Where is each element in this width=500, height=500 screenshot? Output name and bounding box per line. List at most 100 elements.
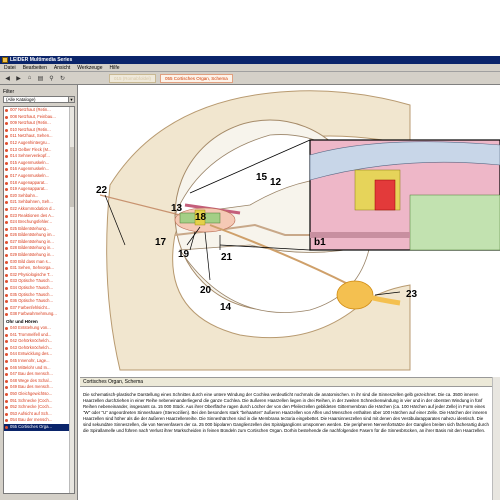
tree-item[interactable]: 009 Netzhaut (Retin... — [4, 120, 70, 127]
figure-panel: 15 12 13 18 22 17 19 21 20 14 23 b1 — [80, 85, 500, 377]
bullet-icon — [5, 254, 8, 258]
tree-item[interactable]: 035 Optische Täusch... — [4, 292, 70, 299]
app-icon — [2, 57, 8, 63]
tree-item-label: 024 Brechungsfehler... — [10, 219, 52, 225]
scroll-thumb[interactable] — [70, 147, 74, 207]
catalog-filter-select[interactable]: (Alle Kataloge) ▼ — [3, 96, 75, 103]
chevron-down-icon[interactable]: ▼ — [68, 97, 74, 102]
menu-hilfe[interactable]: Hilfe — [109, 64, 120, 71]
bullet-icon — [5, 353, 8, 357]
tab-015[interactable]: 015 (Romabfoldel) — [109, 73, 157, 83]
tree-group-ohr[interactable]: Ohr und Hören — [6, 319, 38, 324]
tree-item[interactable]: 043 Gehörknöchelch... — [4, 345, 70, 352]
tree-item[interactable]: 014 Sehnervenkopf... — [4, 153, 70, 160]
tree-item[interactable]: 031 Sehen, Sehvorga... — [4, 265, 70, 272]
tree-item[interactable]: 018 Augenapparat... — [4, 180, 70, 187]
tree-item[interactable]: 055 Cortisches Orga... — [4, 423, 70, 431]
tree-item[interactable]: 028 Bildentstehung in... — [4, 245, 70, 252]
tree-item[interactable]: 042 Gehörknöchelch... — [4, 338, 70, 345]
forward-icon[interactable]: ▶ — [16, 75, 21, 82]
tree-item[interactable]: 007 Netzhaut (Retin... — [4, 107, 70, 114]
tree-item[interactable]: 047 Bau des mensch... — [4, 371, 70, 378]
bullet-icon — [5, 240, 8, 244]
tree-item[interactable]: 046 Mittelohr und In... — [4, 365, 70, 372]
tree-item-label: 046 Mittelohr und In... — [10, 364, 51, 370]
tree-item[interactable]: 053 Aufsicht auf Sch... — [4, 411, 70, 418]
tree-item-label: 047 Bau des mensch... — [10, 371, 53, 377]
tree-item[interactable]: 023 Reaktionen des A... — [4, 213, 70, 220]
tree-item[interactable]: 036 Optische Täusch... — [4, 298, 70, 305]
tree-item-label: 016 Augenmuskeln... — [10, 166, 50, 172]
tree-item[interactable]: 024 Brechungsfehler... — [4, 219, 70, 226]
tree-item[interactable]: 021 Sehbahnen, Seh... — [4, 199, 70, 206]
bullet-icon — [5, 221, 8, 225]
bullet-icon — [5, 306, 8, 310]
tree-item[interactable]: 052 Schnecke (Coch... — [4, 404, 70, 411]
tree-item-label: 045 Innenohr, Lage... — [10, 357, 50, 363]
label-21: 21 — [221, 252, 233, 263]
bullet-icon — [5, 313, 8, 317]
label-19: 20 — [200, 285, 212, 296]
tree-item[interactable]: 026 Bildentstehung im... — [4, 232, 70, 239]
home-icon[interactable]: ⌂ — [27, 75, 32, 81]
tree-item-label: 038 Farbwahrnehmung... — [10, 311, 57, 317]
tab-055-cortisches-organ[interactable]: 055 Cortisches Organ, Schema — [160, 73, 233, 83]
tree-item[interactable]: 041 Trommelfell und... — [4, 332, 70, 339]
tree-item[interactable]: 044 Entwicklung des... — [4, 351, 70, 358]
tree-item[interactable]: 019 Augenapparat... — [4, 186, 70, 193]
print-icon[interactable]: ▤ — [37, 75, 44, 82]
back-icon[interactable]: ◀ — [5, 75, 10, 82]
tree-item[interactable]: 015 Augenmuskeln... — [4, 160, 70, 167]
tree-item[interactable]: 008 Netzhaut, Feinbau... — [4, 114, 70, 121]
tree-item-label: 010 Netzhaut (Retin... — [10, 126, 51, 132]
tree-item[interactable]: 034 Optische Täusch... — [4, 285, 70, 292]
tree-item[interactable]: 022 Akkommodation d... — [4, 206, 70, 213]
menu-bearbeiten[interactable]: Bearbeiten — [22, 64, 47, 71]
label-13: 13 — [171, 203, 183, 214]
tree-item[interactable]: 029 Bildentstehung in... — [4, 252, 70, 259]
tree-item[interactable]: 012 Augenhintergru... — [4, 140, 70, 147]
tree-item-label: 041 Trommelfell und... — [10, 331, 52, 337]
tree-item[interactable]: 038 Farbwahrnehmung... — [4, 311, 70, 318]
figure-description: Die schematisch-plastische Darstellung e… — [80, 388, 492, 500]
tree-item-label: 027 Bildentstehung in... — [10, 238, 54, 244]
bullet-icon — [5, 135, 8, 139]
label-20: 19 — [178, 249, 190, 260]
tree-item[interactable]: 048 Wege des Schal... — [4, 378, 70, 385]
tree-item[interactable]: 050 Gleichgewichtso... — [4, 391, 70, 398]
tree-item[interactable]: 045 Innenohr, Lage... — [4, 358, 70, 365]
tree-item[interactable]: 051 Schnecke (Coch... — [4, 398, 70, 405]
menu-ansicht[interactable]: Ansicht — [53, 64, 71, 71]
description-scrollbar[interactable] — [492, 377, 500, 500]
menu-bar: Datei Bearbeiten Ansicht Werkzeuge Hilfe — [0, 64, 500, 72]
tree-item-label: 013 Gelber Fleck (M... — [10, 146, 52, 152]
tree-item[interactable]: 013 Gelber Fleck (M... — [4, 147, 70, 154]
menu-datei[interactable]: Datei — [4, 64, 16, 71]
cochlea-diagram: 15 12 13 18 22 17 19 21 20 14 23 b1 — [96, 90, 500, 371]
tree-item[interactable]: 020 Sehbahn... — [4, 193, 70, 200]
tree-item[interactable]: 025 Bildentstehung... — [4, 226, 70, 233]
bullet-icon — [5, 207, 8, 211]
tree-item[interactable]: 032 Physiologische T... — [4, 272, 70, 279]
tree-item[interactable]: 030 Bild dass man s... — [4, 259, 70, 266]
tree-item[interactable]: 049 Bau des mensch... — [4, 384, 70, 391]
tree-item[interactable]: 040 Entstehung von... — [4, 325, 70, 332]
tree-item-label: 023 Reaktionen des A... — [10, 212, 55, 218]
tree-item[interactable]: 010 Netzhaut (Retin... — [4, 127, 70, 134]
menu-werkzeuge[interactable]: Werkzeuge — [77, 64, 103, 71]
refresh-icon[interactable]: ↻ — [59, 75, 66, 82]
tree-item[interactable]: 033 Optische Täusch... — [4, 278, 70, 285]
tree-item[interactable]: 027 Bildentstehung in... — [4, 239, 70, 246]
tree-item-label: 022 Akkommodation d... — [10, 205, 55, 211]
tree-item-label: 019 Augenapparat... — [10, 186, 48, 192]
tree-item-label: 033 Optische Täusch... — [10, 278, 53, 284]
tree-item-label: 049 Bau des mensch... — [10, 384, 53, 390]
tree-item[interactable]: 011 Netzhaut, Sehen... — [4, 133, 70, 140]
tree-scrollbar[interactable] — [69, 107, 74, 493]
tree-item-label: 012 Augenhintergru... — [10, 139, 51, 145]
tree-item[interactable]: 017 Augenmuskeln... — [4, 173, 70, 180]
tree-item[interactable]: 037 Farbenfehlsicht... — [4, 305, 70, 312]
tree-item[interactable]: 054 Bau der mensch... — [4, 417, 70, 424]
search-icon[interactable]: ⚲ — [49, 75, 54, 82]
tree-item[interactable]: 016 Augenmuskeln... — [4, 166, 70, 173]
